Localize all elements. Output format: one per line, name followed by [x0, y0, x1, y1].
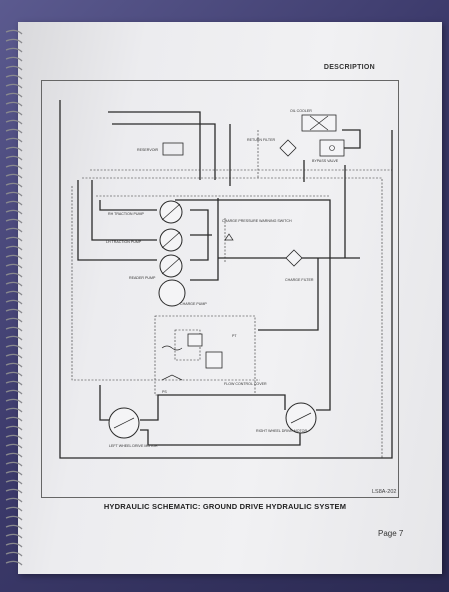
- spiral-coil: [5, 281, 23, 287]
- diagram-frame: [41, 80, 399, 498]
- spiral-coil: [5, 254, 23, 260]
- spiral-coil: [5, 470, 23, 476]
- spiral-coil: [5, 497, 23, 503]
- return-filter-label: RETURN FILTER: [247, 138, 275, 142]
- spiral-coil: [5, 371, 23, 377]
- spiral-coil: [5, 389, 23, 395]
- spiral-coil: [5, 83, 23, 89]
- spiral-coil: [5, 272, 23, 278]
- pt-label: PT: [232, 334, 237, 338]
- bypass-valve-label: BYPASS VALVE: [312, 159, 339, 163]
- manual-page: [18, 22, 442, 574]
- spiral-coil: [5, 173, 23, 179]
- lh-traction-pump-label: LH TRACTION PUMP: [106, 240, 142, 244]
- spiral-coil: [5, 110, 23, 116]
- spiral-coil: [5, 263, 23, 269]
- spiral-coil: [5, 335, 23, 341]
- page-number: Page 7: [378, 529, 404, 538]
- spiral-coil: [5, 299, 23, 305]
- spiral-coil: [5, 191, 23, 197]
- charge-filter-label: CHARGE FILTER: [285, 278, 314, 282]
- left-wheel-drive-motor: LEFT WHEEL DRIVE MOTOR: [108, 407, 158, 448]
- spiral-coil: [5, 119, 23, 125]
- figure-code: LS8A-202: [372, 489, 397, 495]
- spiral-coil: [5, 236, 23, 242]
- charge-filter: CHARGE FILTER: [285, 249, 314, 282]
- spiral-coil: [5, 65, 23, 71]
- spiral-coil: [5, 407, 23, 413]
- spiral-coil: [5, 416, 23, 422]
- spiral-coil: [5, 56, 23, 62]
- pump-stack: [158, 200, 186, 307]
- left-motor-label: LEFT WHEEL DRIVE MOTOR: [109, 444, 158, 448]
- oil-cooler-label: OIL COOLER: [290, 109, 312, 113]
- spiral-coil: [5, 353, 23, 359]
- spiral-coil: [5, 155, 23, 161]
- pressure-lines: [59, 100, 393, 459]
- spiral-coil: [5, 101, 23, 107]
- charge-pump-label: CHARGE PUMP: [180, 302, 207, 306]
- spiral-coil: [5, 92, 23, 98]
- spiral-coil: [5, 182, 23, 188]
- spiral-coil: [5, 146, 23, 152]
- spiral-coil: [5, 218, 23, 224]
- spiral-coil: [5, 137, 23, 143]
- spiral-coil: [5, 38, 23, 44]
- pilot-lines: [71, 130, 392, 458]
- oil-cooler: OIL COOLER: [290, 109, 337, 132]
- spiral-coil: [5, 200, 23, 206]
- reservoir-label: RESERVOIR: [137, 148, 159, 152]
- bypass-valve: BYPASS VALVE: [312, 139, 345, 163]
- spiral-coil: [5, 551, 23, 557]
- rh-traction-pump-label: RH TRACTION PUMP: [108, 212, 144, 216]
- charge-pressure-switch-label: CHARGE PRESSURE WARNING SWITCH: [222, 219, 292, 223]
- spiral-coil: [5, 209, 23, 215]
- spiral-coil: [5, 164, 23, 170]
- spiral-coil: [5, 443, 23, 449]
- spiral-coil: [5, 533, 23, 539]
- flow-control-valve: PT PS FLOW CONTROL COVER: [161, 333, 267, 394]
- reader-pump-label: READER PUMP: [129, 276, 156, 280]
- spiral-coil: [5, 227, 23, 233]
- section-header: DESCRIPTION: [323, 64, 375, 71]
- spiral-coil: [5, 47, 23, 53]
- spiral-coil: [5, 488, 23, 494]
- spiral-coil: [5, 452, 23, 458]
- reservoir: RESERVOIR: [137, 142, 184, 156]
- spiral-coil: [5, 74, 23, 80]
- spiral-coil: [5, 326, 23, 332]
- spiral-coil: [5, 479, 23, 485]
- spiral-coil: [5, 434, 23, 440]
- right-motor-label: RIGHT WHEEL DRIVE MOTOR: [256, 429, 307, 433]
- spiral-coil: [5, 461, 23, 467]
- spiral-coil: [5, 245, 23, 251]
- spiral-coil: [5, 344, 23, 350]
- spiral-coil: [5, 380, 23, 386]
- right-wheel-drive-motor: RIGHT WHEEL DRIVE MOTOR: [256, 402, 317, 434]
- spiral-coil: [5, 515, 23, 521]
- flow-control-cover-label: FLOW CONTROL COVER: [224, 382, 267, 386]
- spiral-coil: [5, 506, 23, 512]
- spiral-coil: [5, 317, 23, 323]
- charge-pressure-warning-switch: CHARGE PRESSURE WARNING SWITCH: [222, 219, 292, 241]
- spiral-coil: [5, 29, 23, 35]
- spiral-coil: [5, 542, 23, 548]
- spiral-coil: [5, 290, 23, 296]
- spiral-coil: [5, 308, 23, 314]
- figure-caption: HYDRAULIC SCHEMATIC: GROUND DRIVE HYDRAU…: [103, 502, 347, 511]
- spiral-coil: [5, 128, 23, 134]
- ps-label: PS: [162, 390, 167, 394]
- spiral-coil: [5, 524, 23, 530]
- return-filter: RETURN FILTER: [247, 138, 297, 157]
- spiral-binding: [5, 29, 23, 566]
- spiral-coil: [5, 425, 23, 431]
- spiral-coil: [5, 560, 23, 566]
- spiral-coil: [5, 362, 23, 368]
- spiral-coil: [5, 398, 23, 404]
